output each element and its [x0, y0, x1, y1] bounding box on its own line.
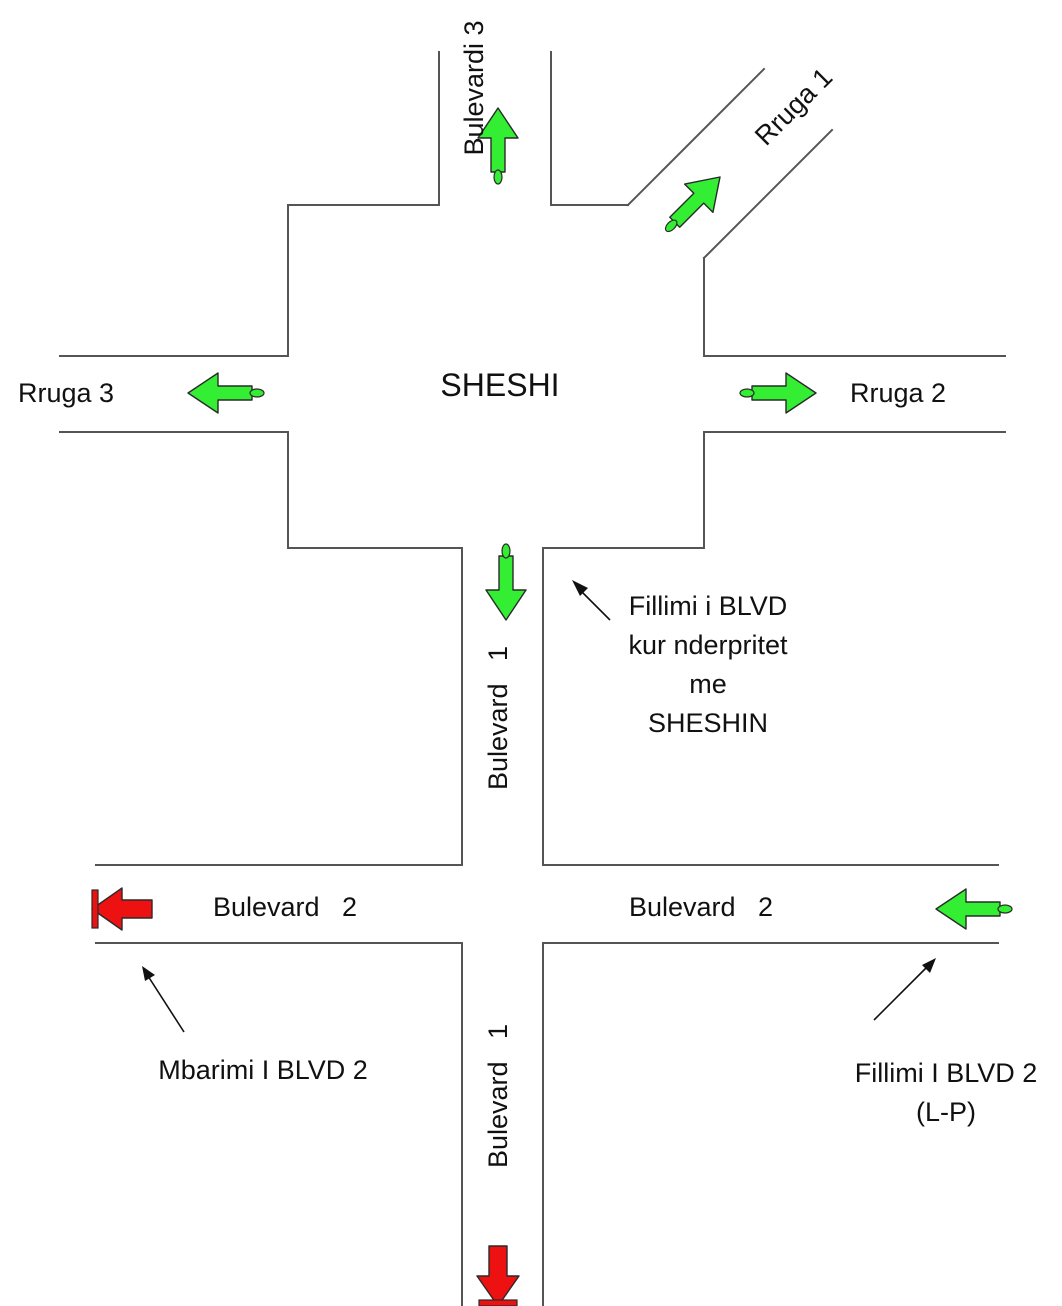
label-bulevard-2-left: Bulevard 2	[213, 892, 357, 922]
annotation-blvd2-start-line-2: (L-P)	[916, 1097, 976, 1127]
square-right-upper-edge	[703, 257, 1006, 357]
annotation-blvd1-start-line-2: kur nderpritet	[628, 630, 788, 660]
annotation-blvd1-start-line-1: Fillimi i BLVD	[629, 591, 788, 621]
rruga-2-bottom-edge	[542, 431, 1006, 866]
annotation-blvd2-start-line-1: Fillimi I BLVD 2	[855, 1058, 1038, 1088]
annotation-blvd1-start: Fillimi i BLVD kur nderpritet me SHESHIN	[628, 591, 788, 738]
bulevard-2-bottom-left-edge	[95, 942, 463, 1306]
pointer-blvd1-start	[572, 580, 611, 621]
pointer-blvd2-end	[142, 966, 185, 1033]
arrow-rruga-3-out	[187, 372, 265, 414]
road-edges	[59, 51, 1006, 1306]
rruga-1-left-edge	[626, 67, 766, 207]
label-bulevard-1-upper: Bulevard 1	[483, 646, 513, 790]
arrow-bulevard-2-start	[935, 888, 1013, 930]
rruga-3-bottom-edge	[59, 431, 463, 866]
annotation-blvd2-start: Fillimi I BLVD 2 (L-P)	[855, 1058, 1038, 1127]
pointer-blvd2-start	[873, 958, 936, 1021]
label-bulevardi-3: Bulevardi 3	[459, 20, 489, 155]
bulevard-2-bottom-right-edge	[542, 942, 999, 1306]
label-rruga-3: Rruga 3	[18, 378, 114, 408]
arrow-rruga-1-out	[651, 162, 735, 246]
rruga-1-right-edge	[702, 128, 834, 260]
label-bulevard-2-right: Bulevard 2	[629, 892, 773, 922]
square-top-left-edge	[287, 204, 440, 357]
annotation-blvd2-end: Mbarimi I BLVD 2	[158, 1055, 368, 1085]
arrow-bulevard-1-start	[485, 543, 527, 621]
annotation-blvd2-end-line-1: Mbarimi I BLVD 2	[158, 1055, 368, 1085]
arrow-bulevard-1-end	[476, 1245, 520, 1306]
arrow-rruga-2-out	[739, 372, 817, 414]
label-sheshi: SHESHI	[440, 367, 559, 403]
label-rruga-2: Rruga 2	[850, 378, 946, 408]
arrow-bulevard-2-end	[91, 887, 153, 931]
annotation-blvd1-start-line-3: me	[689, 669, 727, 699]
annotation-blvd1-start-line-4: SHESHIN	[648, 708, 768, 738]
label-bulevard-1-lower: Bulevard 1	[483, 1024, 513, 1168]
